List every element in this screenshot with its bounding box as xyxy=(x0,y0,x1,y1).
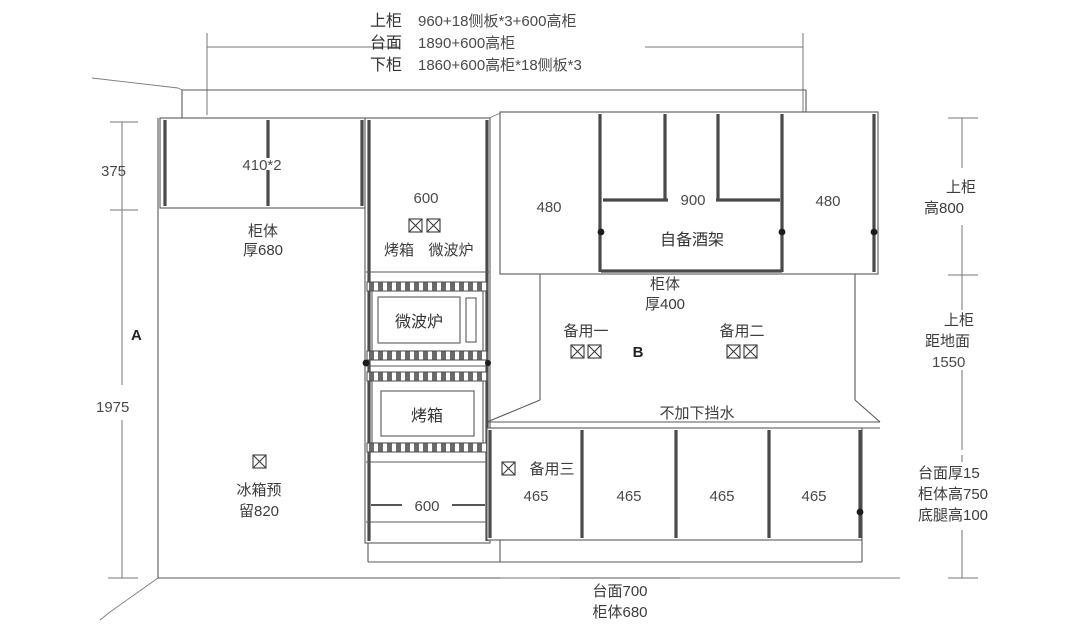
title-lower-cabinet-label: 下柜 xyxy=(370,56,402,74)
microwave-appliance-label: 微波炉 xyxy=(395,313,443,331)
title-lower-cabinet-value: 1860+600高柜*18侧板*3 xyxy=(418,56,582,74)
spare-three-label: 备用三 xyxy=(529,461,574,478)
left-dimension-column xyxy=(108,121,138,579)
base-cabinet-width-1: 465 xyxy=(523,488,548,505)
left-cabinet-depth-line1: 柜体 xyxy=(248,223,278,240)
dimension-total-height-1975: 1975 xyxy=(96,399,129,416)
tall-cabinet-bottom-width: 600 xyxy=(414,498,439,515)
right-toe-kick-height-note: 底腿高100 xyxy=(918,507,988,524)
top-dimension-lines xyxy=(206,33,804,115)
socket-icon-oven-tall xyxy=(408,218,423,233)
tall-cabinet-appliance-left-label: 烤箱 xyxy=(384,242,414,259)
backsplash-depth-line1: 柜体 xyxy=(650,276,680,293)
upper-right-center-width-900: 900 xyxy=(680,192,705,209)
title-upper-cabinet-value: 960+18侧板*3+600高柜 xyxy=(418,12,576,30)
left-upper-cabinet xyxy=(159,117,366,209)
bottom-counter-depth-note: 台面700 xyxy=(592,583,647,600)
right-dimension-column xyxy=(948,117,978,579)
dimension-upper-height-375: 375 xyxy=(101,163,126,180)
socket-icon-spare-two-a xyxy=(726,344,741,359)
counter-no-backguard-note: 不加下挡水 xyxy=(659,405,734,422)
oven-appliance-label: 烤箱 xyxy=(411,407,443,425)
right-cabinet-height-note: 柜体高750 xyxy=(918,486,988,503)
upper-right-right-width-480: 480 xyxy=(815,193,840,210)
wine-rack-label: 自备酒架 xyxy=(660,231,724,249)
fridge-note-line1: 冰箱预 xyxy=(236,482,281,499)
upper-right-cabinets xyxy=(488,111,879,275)
marker-b: B xyxy=(633,344,644,361)
socket-icon-fridge xyxy=(252,454,267,469)
socket-icon-spare-one-a xyxy=(570,344,585,359)
spare-one-label: 备用一 xyxy=(563,323,608,340)
socket-icon-spare-one-b xyxy=(587,344,602,359)
title-counter-label: 台面 xyxy=(370,34,402,52)
spare-two-label: 备用二 xyxy=(719,323,764,340)
right-floor-distance-line1: 上柜 xyxy=(944,312,974,329)
fridge-note-line2: 留820 xyxy=(239,503,279,520)
title-counter-value: 1890+600高柜 xyxy=(418,35,515,52)
bottom-cabinet-depth-note: 柜体680 xyxy=(592,604,647,621)
tall-cabinet-appliance-right-label: 微波炉 xyxy=(428,242,473,259)
base-cabinets xyxy=(367,427,864,563)
right-counter-thickness-note: 台面厚15 xyxy=(918,465,980,482)
socket-icon-microwave-tall xyxy=(426,218,441,233)
right-upper-height-line2: 高800 xyxy=(924,200,964,217)
marker-a: A xyxy=(131,327,142,344)
base-cabinet-width-2: 465 xyxy=(616,488,641,505)
socket-icon-spare-two-b xyxy=(743,344,758,359)
socket-icon-spare-three xyxy=(501,461,516,476)
left-cabinet-door-width: 410*2 xyxy=(242,157,281,174)
right-floor-distance-line3: 1550 xyxy=(932,354,965,371)
left-cabinet-depth-line2: 厚680 xyxy=(243,242,283,259)
base-cabinet-width-3: 465 xyxy=(709,488,734,505)
base-cabinet-width-4: 465 xyxy=(801,488,826,505)
upper-right-left-width-480: 480 xyxy=(536,199,561,216)
backsplash-depth-line2: 厚400 xyxy=(645,296,685,313)
title-upper-cabinet-label: 上柜 xyxy=(370,12,402,30)
right-upper-height-line1: 上柜 xyxy=(946,179,976,196)
tall-cabinet-top-width: 600 xyxy=(413,190,438,207)
right-floor-distance-line2: 距地面 xyxy=(925,333,970,350)
tall-cabinet xyxy=(362,117,491,544)
